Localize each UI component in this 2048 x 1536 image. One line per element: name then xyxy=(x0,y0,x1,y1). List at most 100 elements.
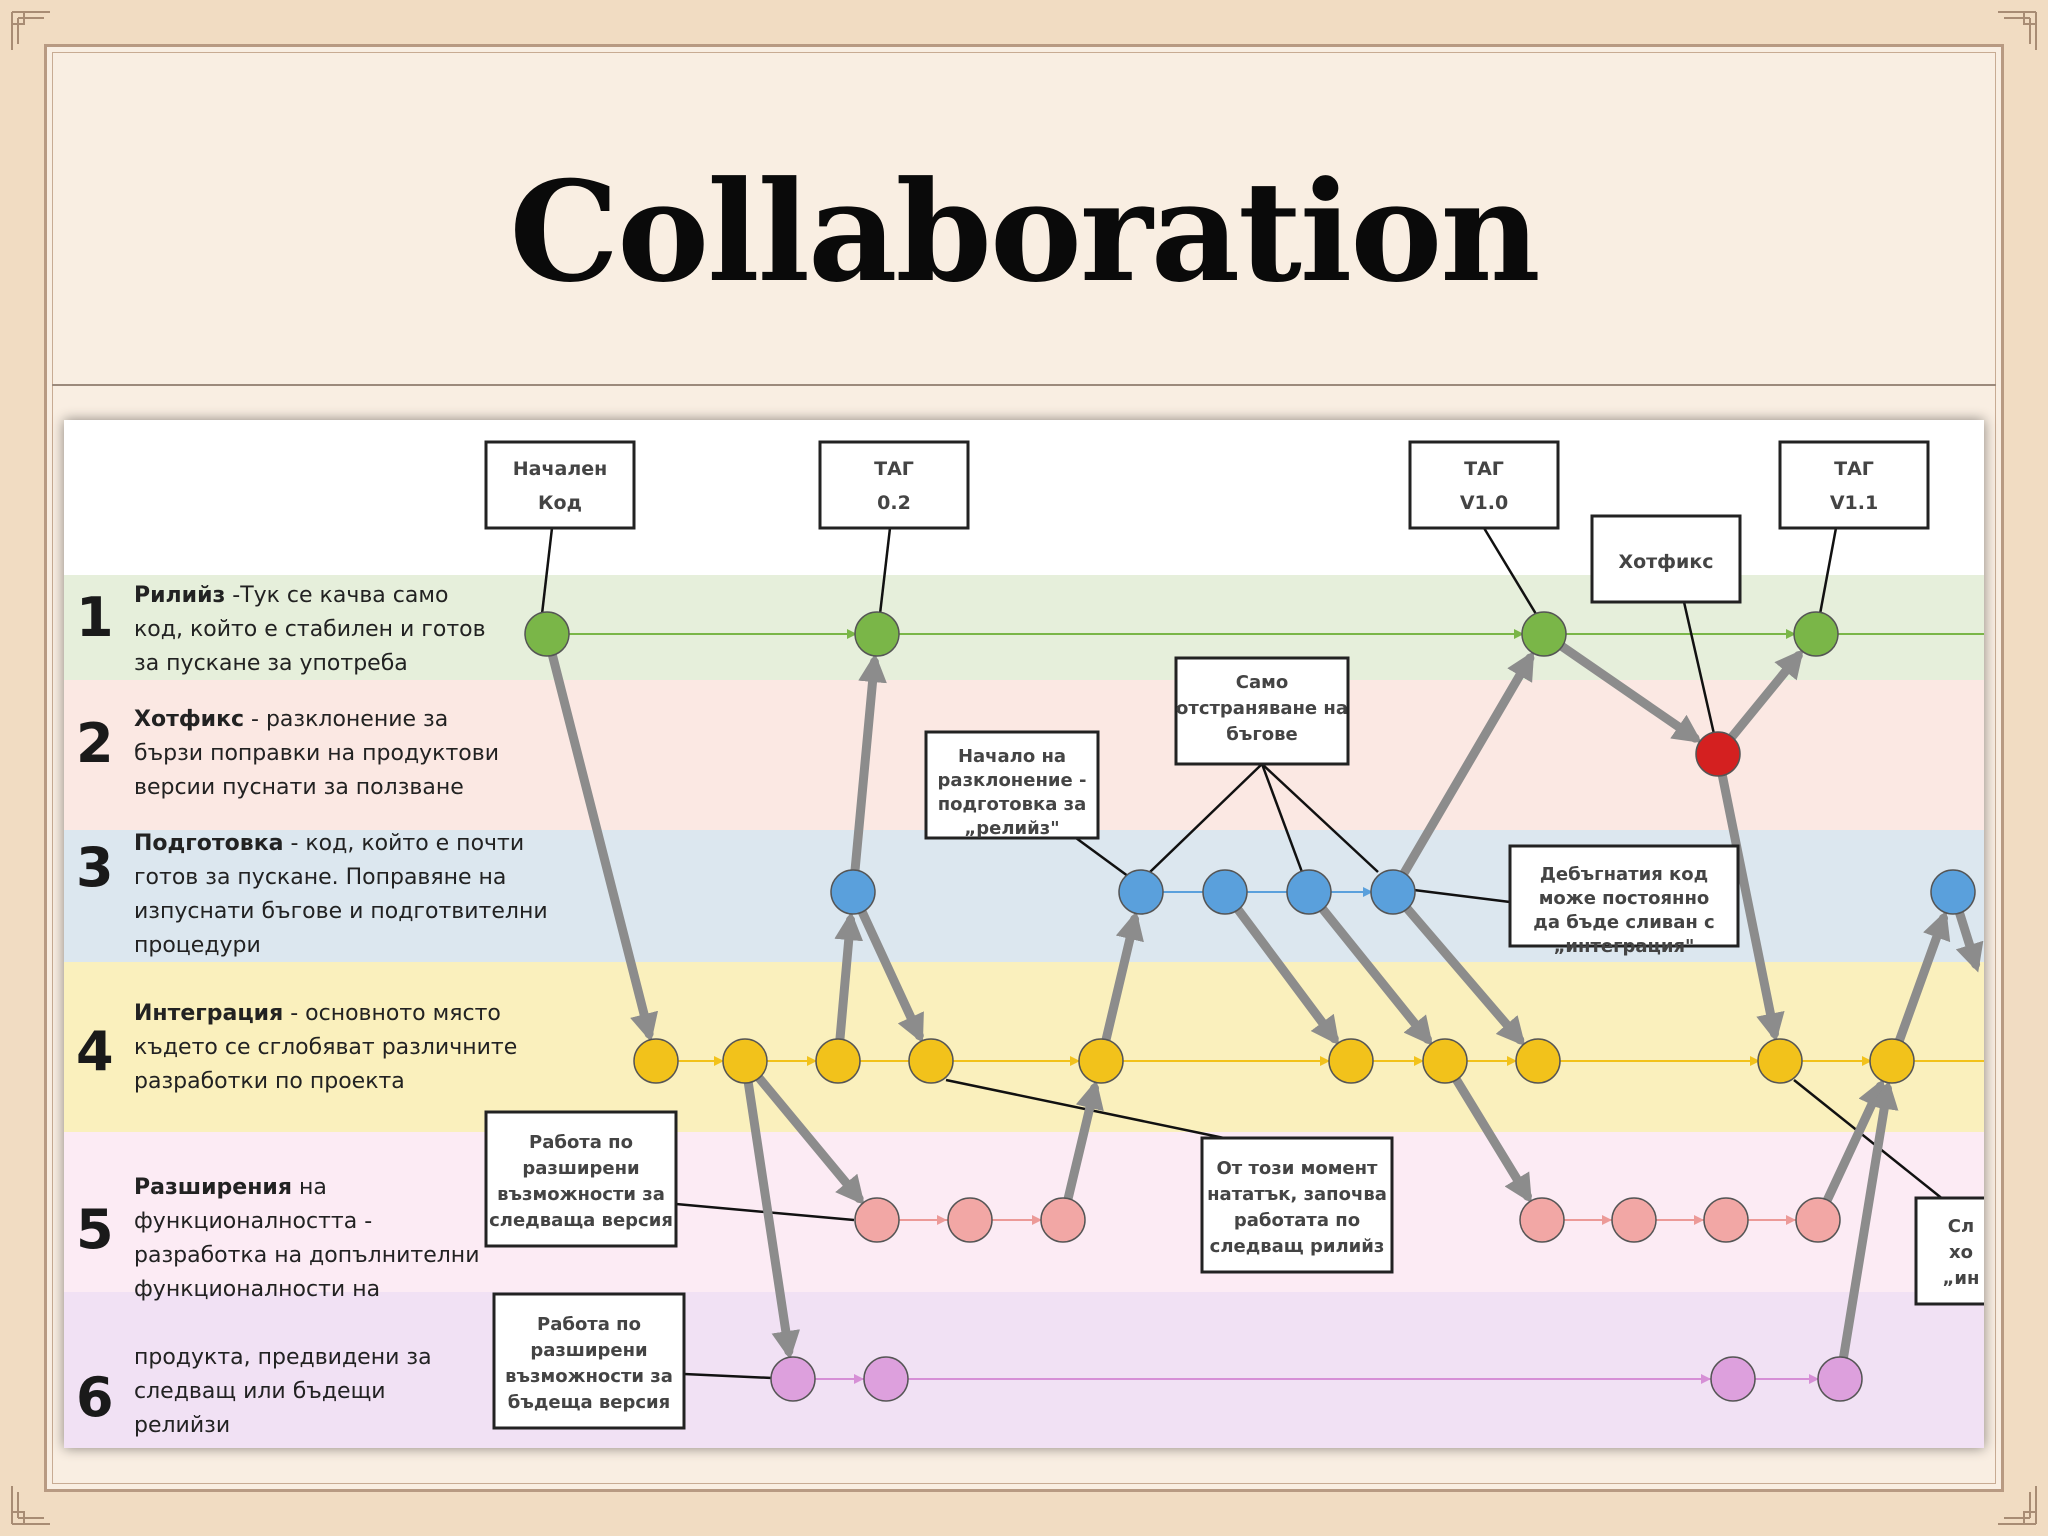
callout-bugfix-only-line: бъгове xyxy=(1226,724,1297,745)
lane-name: Рилийз xyxy=(134,583,225,608)
lane-description-line: където се сглобяват различните xyxy=(134,1035,517,1060)
prep-commit xyxy=(1286,869,1332,915)
flow-arrowhead xyxy=(937,1215,947,1225)
lane-text: - основното място xyxy=(283,1001,501,1026)
merge-arrow xyxy=(1233,905,1340,1046)
callout-release-branch-start-box xyxy=(924,730,1100,840)
callout-connector xyxy=(1149,763,1263,873)
callout-hotfix-box xyxy=(1590,514,1742,604)
lane-text: -Тук се качва само xyxy=(225,583,448,608)
merge-arrow xyxy=(1399,650,1535,878)
callout-release-branch-start-line: „релийз" xyxy=(964,818,1059,839)
callout-bugfix-only-box xyxy=(1174,656,1350,766)
merge-arrow xyxy=(1727,648,1804,742)
merge-arrow xyxy=(1451,1075,1532,1204)
feature-next-commit xyxy=(1795,1197,1841,1243)
lane-name: Подготовка xyxy=(134,831,283,856)
lane-text: на xyxy=(292,1175,327,1200)
lane-text: готов за пускане. Поправяне на xyxy=(134,865,506,890)
integration-commit xyxy=(1078,1038,1124,1084)
callout-tag-0-2-line: ТАГ xyxy=(874,458,914,480)
integration-commit xyxy=(908,1038,954,1084)
callout-tag-0-2-line: 0.2 xyxy=(877,492,911,514)
lane-name: Хотфикс xyxy=(134,707,244,732)
callout-future-version-features-line: бъдеща версия xyxy=(508,1392,670,1413)
lane-text: функционалности на xyxy=(134,1277,380,1302)
callout-bugfix-only-line: Само xyxy=(1236,672,1288,693)
lane-description-line: код, който е стабилен и готов xyxy=(134,617,486,642)
hotfix-commit xyxy=(1695,731,1741,777)
release-commit xyxy=(854,611,900,657)
corner-ornament-bottom-right xyxy=(1998,1486,2037,1525)
merge-arrow xyxy=(857,907,924,1044)
callout-hotfix: Хотфикс xyxy=(1590,514,1742,604)
callout-debugged-code-line: Дебъгнатия код xyxy=(1540,864,1708,885)
merge-arrow xyxy=(1101,910,1144,1045)
slide-title: Collaboration xyxy=(509,150,1540,313)
callout-connector xyxy=(878,527,892,615)
flow-arrowhead xyxy=(807,1056,817,1066)
callout-future-version-features-line: разширени xyxy=(530,1340,647,1361)
callout-next-version-features-box xyxy=(484,1110,678,1248)
callout-tag-v1-0-box xyxy=(1408,440,1560,530)
flow-arrowhead xyxy=(1750,1056,1760,1066)
callout-future-version-features: Работа по разширени възможности за бъдеща в… xyxy=(492,1292,686,1430)
lane-number-3: 3 xyxy=(76,836,114,899)
integration-commit xyxy=(1422,1038,1468,1084)
merge-arrow xyxy=(1717,771,1785,1043)
merge-arrow xyxy=(547,650,659,1043)
callout-next-version-features-line: следваща версия xyxy=(489,1210,673,1231)
corner-ornament-top-left xyxy=(11,11,50,50)
lane-text: код, който е стабилен и готов xyxy=(134,617,486,642)
slide-frame-inner xyxy=(52,52,1996,1484)
callout-initial-code-line: Код xyxy=(538,492,582,514)
lane-description-line: Разширения на xyxy=(134,1175,327,1200)
callout-connector xyxy=(1682,601,1716,735)
merge-arrow xyxy=(1839,1080,1899,1362)
flow-arrowhead xyxy=(854,1374,864,1384)
callout-future-version-features-line: възможности за xyxy=(505,1366,673,1387)
callout-connector xyxy=(1818,527,1838,615)
callout-tag-v1-0-line: V1.0 xyxy=(1460,492,1508,514)
merge-arrow xyxy=(1894,910,1951,1045)
callout-future-version-features-line: Работа по xyxy=(537,1314,641,1335)
feature-future-commit xyxy=(1710,1356,1756,1402)
prep-commit xyxy=(1118,869,1164,915)
callout-release-branch-start-line: подготовка за xyxy=(938,794,1087,815)
flow-arrowhead xyxy=(1507,1056,1517,1066)
feature-future-commit xyxy=(770,1356,816,1402)
lane-descriptions: 1 Рилийз -Тук се качва само код, който е с… xyxy=(76,583,548,1438)
flow-arrowhead xyxy=(1414,1056,1424,1066)
prep-commit xyxy=(1202,869,1248,915)
flow-arrowhead xyxy=(1809,1374,1819,1384)
callout-debugged-code-line: да бъде сливан с xyxy=(1533,912,1714,933)
callout-cut-off-line: „ин xyxy=(1943,1268,1980,1289)
callout-debugged-code-line: „интеграция" xyxy=(1554,936,1695,957)
lane-number-1: 1 xyxy=(76,586,114,649)
merge-arrows xyxy=(547,641,1984,1362)
integration-commit xyxy=(633,1038,679,1084)
callout-next-release-work-box xyxy=(1200,1136,1394,1274)
callout-next-version-features-line: възможности за xyxy=(497,1184,665,1205)
corner-ornament-top-right xyxy=(1998,11,2037,50)
lane-text: следващ или бъдещи xyxy=(134,1379,386,1404)
lane-band-features-future xyxy=(64,1292,1984,1448)
feature-next-commit xyxy=(1703,1197,1749,1243)
lane-text: разработки по проекта xyxy=(134,1069,405,1094)
callout-connector xyxy=(1413,888,1511,904)
integration-commit xyxy=(722,1038,768,1084)
lane-text: за пускане за употреба xyxy=(134,651,408,676)
flow-arrowhead xyxy=(847,629,857,639)
lane-text: разработка на допълнителни xyxy=(134,1243,480,1268)
lane-description-line: Хотфикс - разклонение за xyxy=(134,707,448,732)
feature-next-commit xyxy=(1519,1197,1565,1243)
flow-arrowhead xyxy=(1320,1056,1330,1066)
merge-arrow xyxy=(1955,908,1984,973)
flow-arrowhead xyxy=(1694,1215,1704,1225)
flow-arrowhead xyxy=(1070,1056,1080,1066)
